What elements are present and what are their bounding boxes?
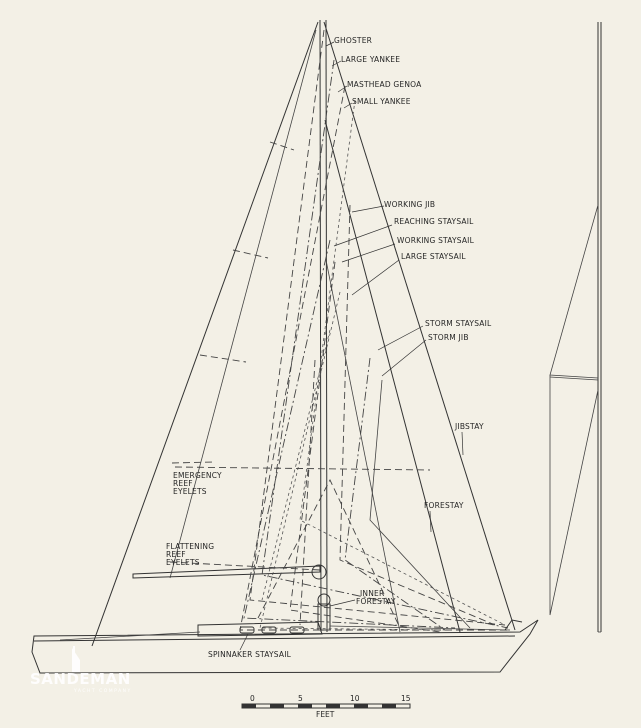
reaching-staysail-sail [243, 239, 456, 629]
label-ghoster: GHOSTER [334, 36, 372, 45]
annotations: GHOSTER LARGE YANKEE MASTHEAD GENOA SMAL… [166, 36, 492, 659]
label-flattening-reef-3: EYELETS [166, 558, 200, 567]
rig [91, 19, 516, 647]
boom [132, 565, 321, 579]
working-staysail-sail [289, 261, 441, 633]
storm-jib-sail [369, 379, 471, 629]
label-emergency-reef-2: REEF [173, 479, 193, 488]
label-working-staysail: WORKING STAYSAIL [397, 236, 475, 245]
label-emergency-reef-1: EMERGENCY [173, 471, 222, 480]
sandeman-logo: SANDEMAN YACHT COMPANY [30, 646, 132, 694]
spinnaker-outline [549, 204, 599, 616]
label-small-yankee: SMALL YANKEE [352, 97, 411, 106]
ghoster-sail [249, 29, 506, 626]
large-staysail-sail [259, 291, 453, 631]
forestay-line [324, 119, 461, 633]
jibstay-line [323, 21, 516, 631]
label-reaching-staysail: REACHING STAYSAIL [394, 217, 474, 226]
scale-column [597, 22, 602, 633]
label-spinnaker-staysail: SPINNAKER STAYSAIL [208, 650, 292, 659]
hull [31, 619, 539, 674]
label-flattening-reef-1: FLATTENING [166, 542, 214, 551]
label-jibstay: JIBSTAY [454, 422, 484, 431]
label-large-staysail: LARGE STAYSAIL [401, 252, 466, 261]
label-masthead-genoa: MASTHEAD GENOA [347, 80, 422, 89]
inner-forestay-line [325, 259, 401, 633]
scale-bar: 0 5 10 15 FEET [241, 694, 411, 719]
label-large-yankee: LARGE YANKEE [341, 55, 400, 64]
label-flattening-reef-2: REEF [166, 550, 186, 559]
storm-staysail-sail [344, 357, 446, 631]
label-inner-forestay-1: INNER [360, 589, 384, 598]
label-working-jib: WORKING JIB [384, 200, 435, 209]
masthead-genoa-sail [239, 85, 510, 631]
logo-wordmark: SANDEMAN [30, 670, 131, 688]
scale-tick-15: 15 [401, 694, 411, 703]
logo-tagline: YACHT COMPANY [73, 688, 132, 694]
working-jib-sail [339, 204, 496, 626]
label-emergency-reef-3: EYELETS [173, 487, 207, 496]
label-storm-jib: STORM JIB [428, 333, 469, 342]
label-inner-forestay-2: FORESTAY [356, 597, 396, 606]
scale-tick-10: 10 [350, 694, 360, 703]
scale-tick-0: 0 [250, 694, 255, 703]
scale-unit: FEET [316, 710, 335, 719]
hull-outline [31, 619, 539, 674]
label-forestay: FORESTAY [424, 501, 464, 510]
scale-tick-5: 5 [298, 694, 303, 703]
spinnaker-staysail-sail [257, 478, 401, 629]
mast [319, 19, 322, 633]
label-storm-staysail: STORM STAYSAIL [425, 319, 492, 328]
small-yankee-sail [299, 99, 506, 626]
mainsail-leech [91, 21, 319, 647]
large-yankee-sail [261, 59, 509, 629]
